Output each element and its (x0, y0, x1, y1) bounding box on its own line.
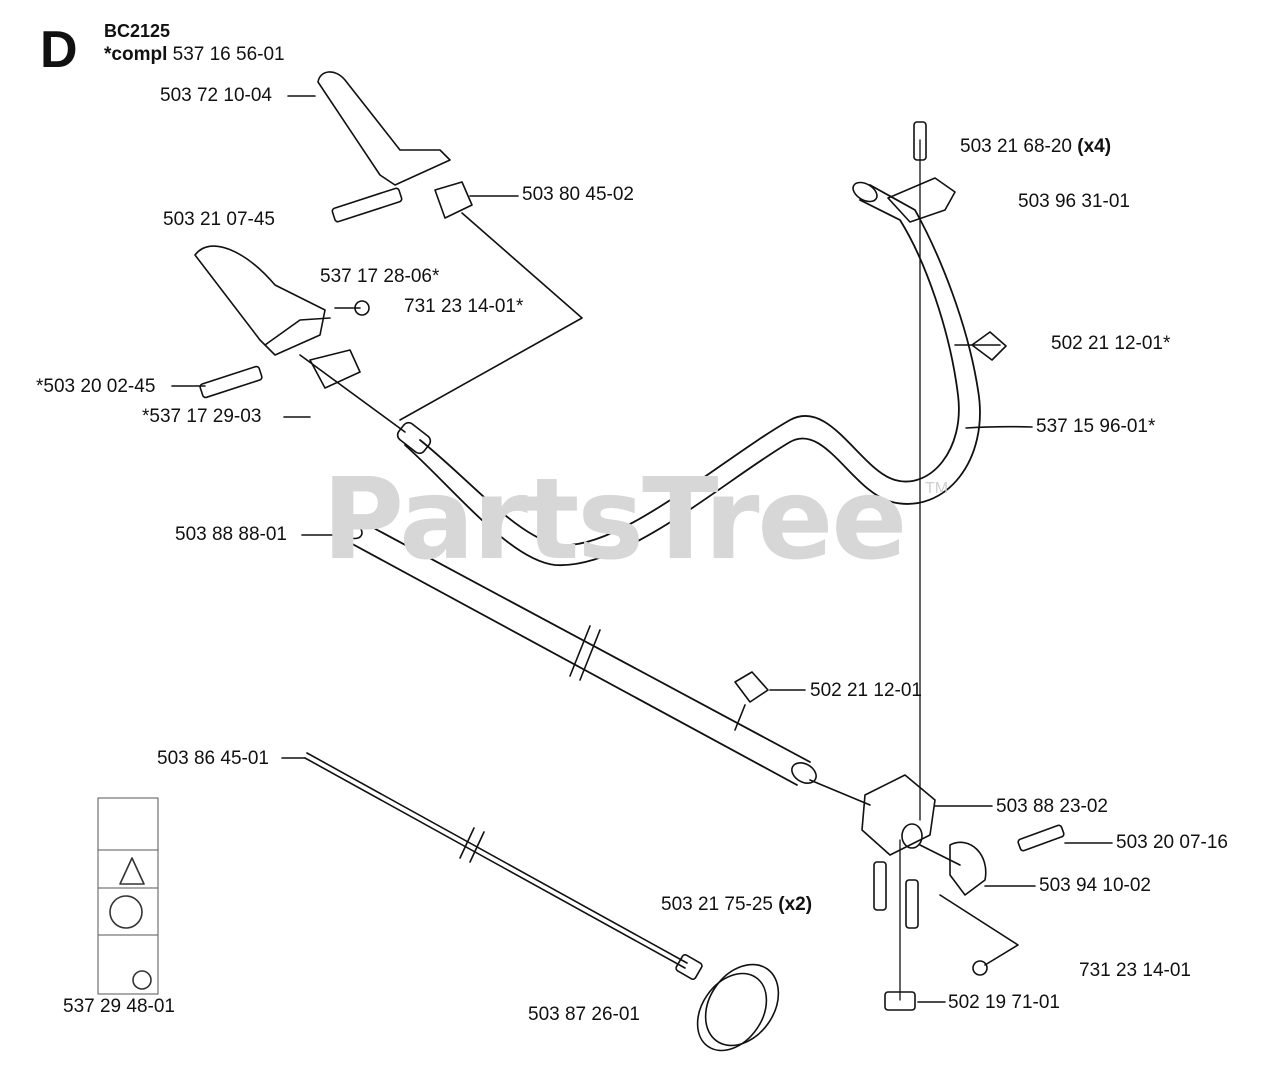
part-label[interactable]: 537 15 96-01* (1036, 416, 1156, 437)
part-label[interactable]: 502 21 12-01* (1051, 333, 1171, 354)
compl-number: 537 16 56-01 (172, 44, 285, 65)
upper-grip-clamp (434, 181, 473, 219)
leader-clamp-cover (919, 844, 961, 866)
model-number: BC2125 (104, 21, 171, 41)
part-label[interactable]: 503 87 26-01 (528, 1004, 640, 1025)
drive-guard-disc (704, 963, 780, 1047)
grip-clamp (309, 349, 361, 389)
watermark: PartsTree (322, 455, 907, 585)
front-grip-lip (264, 317, 331, 346)
part-label[interactable]: 503 88 88-01 (175, 524, 287, 545)
compl-prefix: *compl (104, 44, 168, 65)
part-label[interactable]: 731 23 14-01 (1079, 960, 1191, 981)
part-label[interactable]: 503 80 45-02 (522, 184, 634, 205)
blade-warning-icon (109, 895, 143, 929)
part-label[interactable]: 537 17 28-06* (320, 266, 440, 287)
part-label[interactable]: 537 29 48-01 (63, 996, 175, 1017)
shaft-break-2 (579, 629, 601, 681)
part-label[interactable]: 503 88 23-02 (996, 796, 1108, 817)
drive-shaft-edge (306, 752, 688, 964)
clamp-bolt-1 (873, 861, 887, 911)
leader-bracket-bottom (939, 894, 1019, 966)
clamp-washer (972, 960, 988, 976)
part-label[interactable]: *537 17 29-03 (142, 406, 262, 427)
drive-break-1 (459, 827, 475, 859)
watermark-trademark: TM (925, 480, 949, 497)
warning-triangle-icon (119, 857, 145, 885)
handlebar-end-sleeve (396, 421, 432, 455)
top-bracket (887, 177, 956, 223)
part-label[interactable]: 503 86 45-01 (157, 748, 269, 769)
leader-clip-tube (734, 704, 746, 731)
part-label[interactable]: 502 21 12-01 (810, 680, 922, 701)
ear-protection-icon (132, 970, 152, 990)
part-label[interactable]: 503 21 07-45 (163, 209, 275, 230)
clamp-plate (884, 991, 916, 1011)
shaft-tube-mouth (791, 762, 817, 784)
part-label[interactable]: 503 72 10-04 (160, 85, 272, 106)
upper-grip-bolt (331, 187, 403, 223)
drive-shaft (304, 757, 686, 969)
handlebar-clip (971, 331, 1007, 361)
clamp-cover-screw (1017, 824, 1065, 852)
clamp-cover (949, 841, 987, 896)
part-label[interactable]: 503 20 07-16 (1116, 832, 1228, 853)
decal-sheet (97, 797, 159, 995)
clamp-hole (901, 823, 923, 849)
top-screw (913, 121, 927, 161)
tube-clip (734, 671, 769, 703)
leader-bracket-top (399, 212, 583, 421)
part-label[interactable]: 503 21 75-25 (x2) (661, 894, 813, 915)
part-label[interactable]: 503 94 10-02 (1039, 875, 1151, 896)
handlebar-inner (404, 184, 981, 566)
shaft-tube-top (354, 517, 811, 763)
handlebar-top-cap (852, 181, 878, 203)
leader-tube-clamp (809, 779, 871, 806)
complete-assembly-number: *compl 537 16 56-01 (104, 44, 285, 66)
drive-shaft-coupling (675, 954, 703, 980)
part-label[interactable]: 503 21 68-20 (x4) (960, 136, 1112, 157)
part-label[interactable]: 502 19 71-01 (948, 992, 1060, 1013)
clamp-body (861, 774, 936, 856)
leader-grip-shaft (299, 354, 406, 433)
grip-nut (354, 300, 370, 316)
front-grip-body (194, 245, 326, 356)
part-label[interactable]: 503 96 31-01 (1018, 191, 1130, 212)
drive-guard-disc-rim (696, 972, 768, 1052)
part-label[interactable]: 731 23 14-01* (404, 296, 524, 317)
handlebar-outer (419, 199, 960, 546)
drive-break-2 (469, 831, 485, 863)
grip-bolt (199, 365, 263, 399)
upper-grip-body (317, 71, 451, 186)
clamp-bolt-2 (905, 879, 919, 929)
leader-p11 (965, 425, 1033, 429)
part-label[interactable]: *503 20 02-45 (36, 376, 156, 397)
shaft-tube-bottom (344, 539, 798, 786)
section-letter: D (40, 21, 78, 79)
shaft-break-1 (569, 625, 591, 677)
shaft-tube-end (337, 518, 363, 540)
